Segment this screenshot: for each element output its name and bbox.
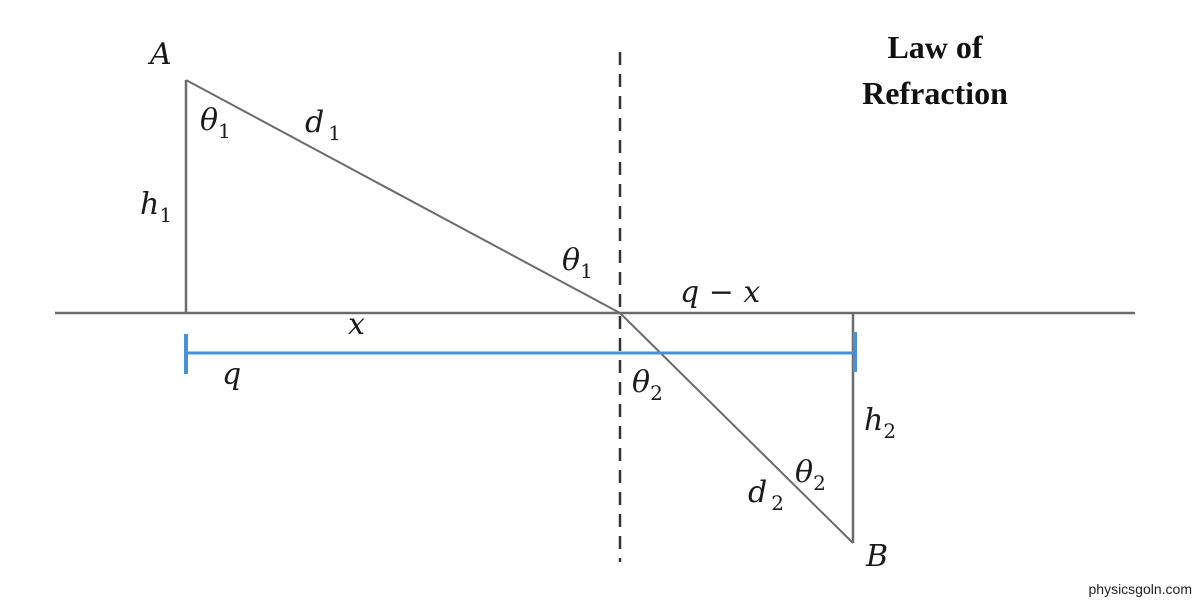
theta2-at-normal-label: θ2 xyxy=(632,365,663,405)
theta1-at-normal-subscript: 1 xyxy=(580,259,593,283)
theta1-at-normal-label: θ1 xyxy=(562,243,593,283)
q-dimension xyxy=(184,332,857,374)
d1-ray xyxy=(185,79,621,314)
h1-subscript: 1 xyxy=(159,203,172,227)
h1-symbol: h xyxy=(140,187,159,222)
d2-ray xyxy=(619,312,854,544)
q-label: q xyxy=(222,357,241,392)
d2-symbol: d xyxy=(748,475,767,510)
d1-subscript: 1 xyxy=(328,121,341,145)
watermark: physicsgoln.com xyxy=(1089,581,1193,597)
x-label: x xyxy=(348,307,365,342)
theta1-at-a-label: θ1 xyxy=(200,103,231,143)
title-line-1: Law of xyxy=(887,29,982,65)
point-a-label: A xyxy=(147,37,172,72)
theta1-at-a-subscript: 1 xyxy=(218,119,231,143)
theta2-at-normal-symbol: θ xyxy=(632,365,650,400)
d1-symbol: d xyxy=(305,105,324,140)
q-minus-x-label: q − x xyxy=(680,275,760,310)
title-line-2: Refraction xyxy=(862,75,1008,111)
theta2-at-b-label: θ2 xyxy=(795,455,826,495)
theta1-at-normal-symbol: θ xyxy=(562,243,580,278)
point-b-label: B xyxy=(865,539,888,574)
theta2-at-normal-subscript: 2 xyxy=(650,381,663,405)
theta2-at-b-subscript: 2 xyxy=(813,471,826,495)
h2-label: h2 xyxy=(864,403,896,443)
h2-symbol: h xyxy=(864,403,883,438)
theta1-at-a-symbol: θ xyxy=(200,103,218,138)
theta2-at-b-symbol: θ xyxy=(795,455,813,490)
h2-subscript: 2 xyxy=(883,419,896,443)
d2-subscript: 2 xyxy=(771,491,784,515)
h1-label: h1 xyxy=(140,187,172,227)
